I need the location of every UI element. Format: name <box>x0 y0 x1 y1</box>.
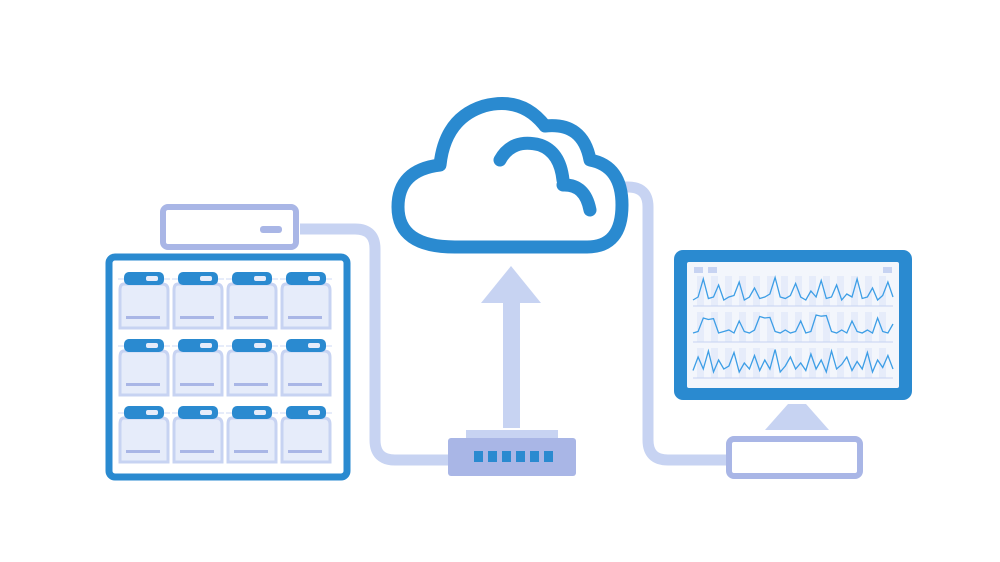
switch-port <box>544 451 553 462</box>
drive-bay-handle <box>124 406 164 419</box>
drive-bay-handle <box>232 339 272 352</box>
monitor-chart-panel <box>692 348 894 379</box>
storage-device-icon-top <box>160 204 299 250</box>
drive-bay-handle <box>178 272 218 285</box>
switch-port <box>516 451 525 462</box>
switch-port <box>488 451 497 462</box>
drive-bay-handle <box>232 406 272 419</box>
rack-bays <box>118 272 332 464</box>
drive-bay-handle <box>232 272 272 285</box>
server-rack-icon <box>105 253 351 481</box>
drive-bay <box>280 406 332 464</box>
arrow-up-icon <box>481 266 541 428</box>
cable-device-to-switch <box>300 223 450 466</box>
switch-port <box>474 451 483 462</box>
switch-ports <box>474 451 553 462</box>
storage-device-icon-bottom <box>726 436 863 479</box>
switch-port <box>502 451 511 462</box>
drive-bay-handle <box>124 272 164 285</box>
drive-bay <box>172 406 224 464</box>
chart-series-line <box>692 348 894 375</box>
drive-bay-handle <box>178 406 218 419</box>
cable-cloud-to-monitor-device <box>608 181 730 466</box>
monitor-charts <box>692 275 894 379</box>
monitor-chart-panel <box>692 275 894 307</box>
drive-bay <box>226 406 278 464</box>
drive-bay-handle <box>178 339 218 352</box>
drive-bay <box>280 272 332 330</box>
drive-bay-handle <box>286 272 326 285</box>
drive-bay <box>118 272 170 330</box>
drive-bay <box>172 272 224 330</box>
switch-port <box>530 451 539 462</box>
cloud-icon <box>391 97 629 254</box>
monitor-chart-panel <box>692 312 894 343</box>
chart-series-line <box>692 275 894 302</box>
drive-bay-handle <box>124 339 164 352</box>
drive-bay <box>118 339 170 397</box>
monitor-icon <box>674 250 912 430</box>
chart-series-line <box>692 314 894 334</box>
drive-bay <box>172 339 224 397</box>
drive-bay <box>118 406 170 464</box>
monitor-stand <box>765 404 829 430</box>
drive-bay <box>280 339 332 397</box>
drive-bay-handle <box>286 339 326 352</box>
drive-bay <box>226 272 278 330</box>
drive-bay-handle <box>286 406 326 419</box>
network-switch-icon <box>448 430 576 476</box>
drive-bay <box>226 339 278 397</box>
